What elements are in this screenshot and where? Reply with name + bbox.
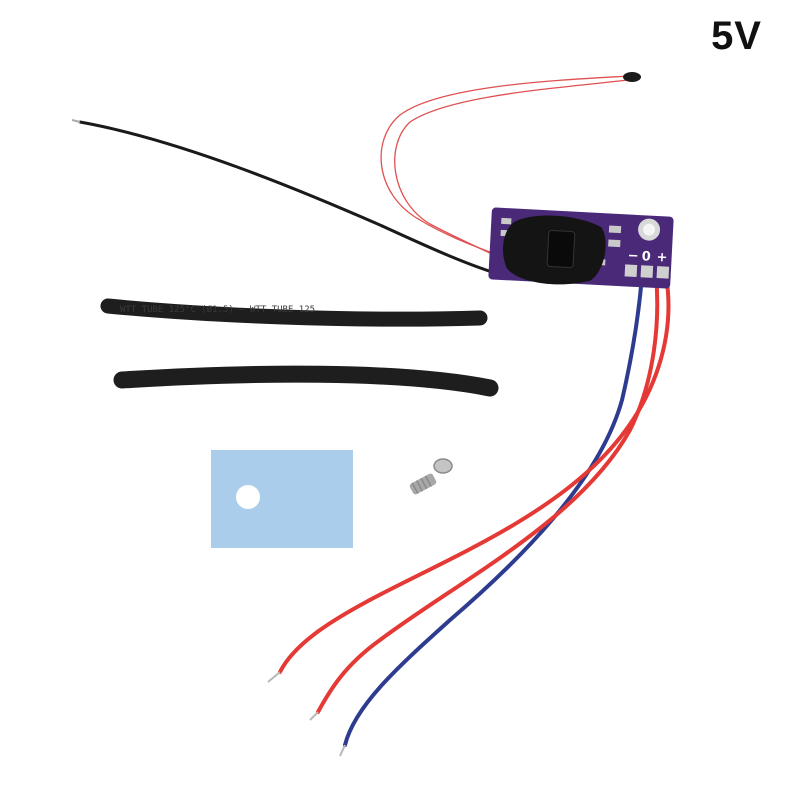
stripped-wire-ends [267,671,346,757]
pin-plus-label: + [656,250,668,266]
thermal-pad [211,450,353,548]
voltage-label: 5V [711,14,762,58]
red-wire-long [316,274,660,714]
black-wire [78,120,507,278]
pin-minus-label: − [627,249,639,265]
solder-pad [640,265,654,278]
heat-shrink-tube-lower [113,365,499,397]
heat-shrink-tube-upper: WTT TUBE 125°C (Ø1.5) — WTT TUBE 125 [100,298,488,327]
tube-print: WTT TUBE 125°C (Ø1.5) — WTT TUBE 125 [120,304,315,315]
blue-wire [343,274,644,747]
pin-zero-label: 0 [641,249,651,264]
screw-icon [409,458,453,495]
thermistor-lead [380,75,631,263]
controller-pcb: − 0 + [488,207,674,289]
red-wire-short [278,274,671,674]
solder-pad [624,264,638,277]
black-wire-tip [71,119,81,123]
thermistor-probe-icon [623,72,641,82]
solder-pad [656,266,670,279]
